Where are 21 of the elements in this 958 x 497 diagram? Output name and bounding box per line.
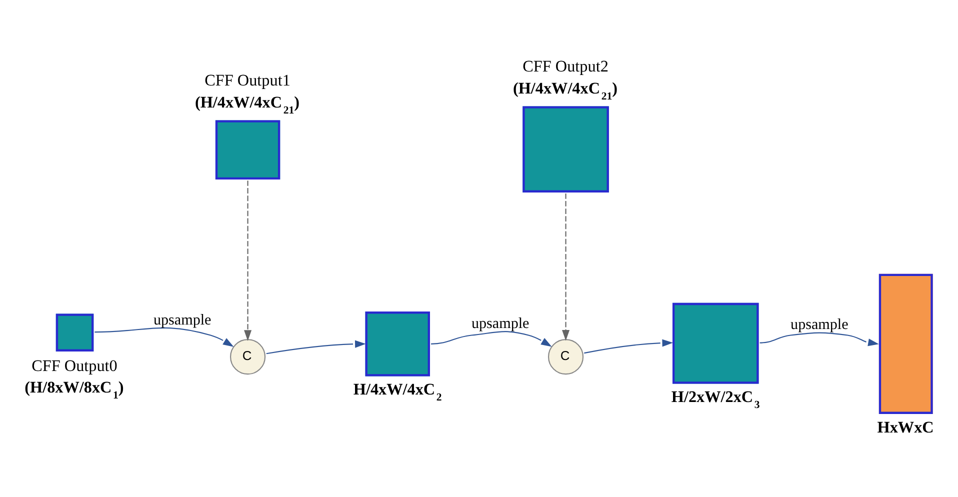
node-label: (H/4xW/4xC$_{21}$) bbox=[512, 80, 618, 102]
node-label: H/2xW/2xC$_{3}$ bbox=[671, 389, 760, 412]
node-circle: C bbox=[548, 339, 584, 375]
arrow bbox=[94, 327, 234, 347]
node-label: CFF Output0 bbox=[32, 358, 118, 375]
node-label: (H/8xW/8xC$_{1}$) bbox=[24, 379, 124, 402]
arrow bbox=[760, 332, 879, 346]
node-label: CFF Output1 bbox=[204, 72, 290, 90]
node-circle: C bbox=[230, 339, 266, 375]
node-label: CFF Output2 bbox=[522, 58, 608, 76]
arrow bbox=[584, 339, 674, 354]
edge-label: upsample bbox=[471, 316, 530, 332]
node-label: (H/4xW/4xC$_{21}$) bbox=[194, 94, 300, 116]
edge-label: upsample bbox=[153, 312, 212, 329]
node-label: HxWxC bbox=[877, 419, 934, 436]
edge-label: upsample bbox=[790, 317, 848, 334]
arrow bbox=[562, 194, 570, 341]
arrow bbox=[244, 180, 252, 341]
node-label: H/4xW/4xC$_{2}$ bbox=[353, 382, 442, 404]
arrow bbox=[266, 340, 366, 354]
arrow bbox=[431, 331, 552, 347]
